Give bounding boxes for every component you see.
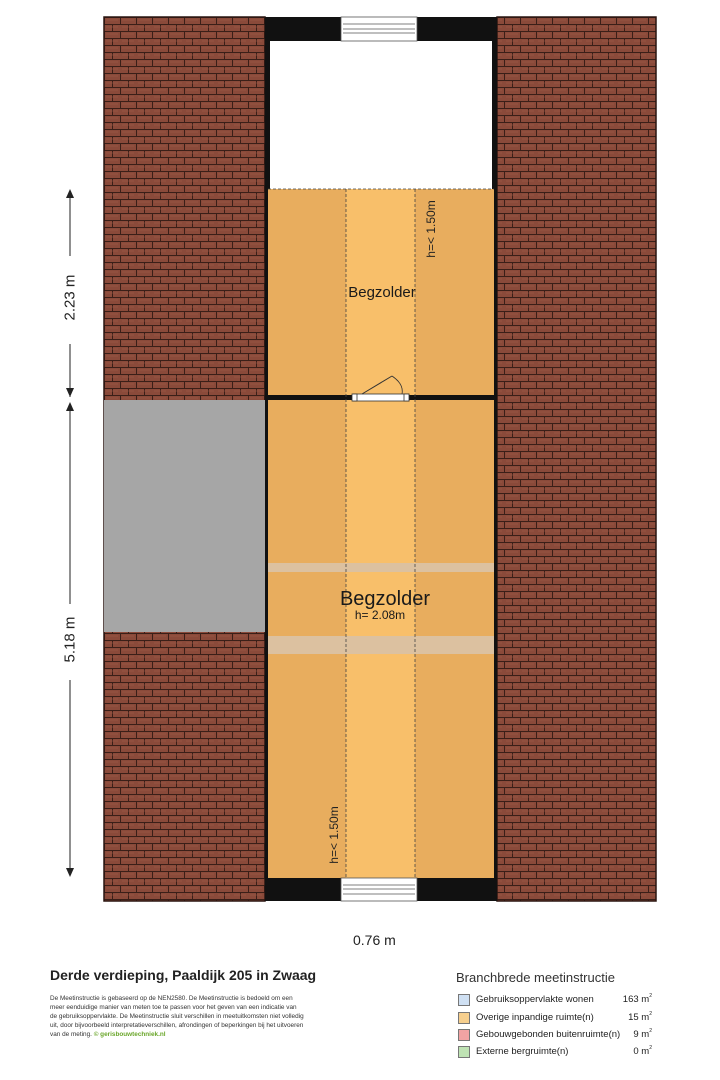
legend-value: 0 m2 [633,1045,652,1057]
height-note-lower: h=< 1.50m [327,806,341,864]
legend-title: Branchbrede meetinstructie [456,970,615,985]
plan-description: De Meetinstructie is gebaseerd op de NEN… [50,994,305,1039]
beam-band [268,636,494,654]
beam-band [268,563,494,572]
plan-title: Derde verdieping, Paaldijk 205 in Zwaag [50,967,317,983]
description-text: De Meetinstructie is gebaseerd op de NEN… [50,995,304,1038]
legend-swatch [458,1012,470,1024]
roof-right [496,16,657,902]
height-note-upper: h=< 1.50m [424,200,438,258]
door [351,375,410,402]
open-area [270,41,492,189]
dimension-arrows [66,189,74,877]
legend-label: Overige inpandige ruimte(n) [476,1012,594,1023]
legend-label: Gebruiksoppervlakte wonen [476,994,594,1005]
attic-upper-center [346,189,415,395]
legend-value: 163 m2 [622,993,652,1005]
legend-swatch [458,1029,470,1041]
room-label-lower: Begzolder [339,588,431,610]
dimension-label-upper: 2.23 m [61,274,79,321]
height-lines [268,188,494,878]
brand-credit: © gerisbouwtechniek.nl [93,1031,166,1038]
legend-item: Gebouwgebonden buitenruimte(n) 9 m2 [456,1028,652,1042]
legend-item: Gebruiksoppervlakte wonen 163 m2 [456,993,652,1007]
legend-swatch [458,1046,470,1058]
legend-item: Externe bergruimte(n) 0 m2 [456,1045,652,1059]
room-label-upper: Begzolder [348,284,416,301]
legend-item: Overige inpandige ruimte(n) 15 m2 [456,1011,652,1025]
floor-plan [66,16,657,902]
legend-swatch [458,994,470,1006]
legend-label: Externe bergruimte(n) [476,1046,569,1057]
window-bottom [340,877,418,902]
legend-value: 9 m2 [633,1028,652,1040]
void-area [104,400,265,632]
window-top [340,16,418,42]
room-height-lower: h= 2.08m [354,608,406,622]
legend-label: Gebouwgebonden buitenruimte(n) [476,1029,621,1040]
dimension-label-horizontal: 0.76 m [353,932,396,948]
legend-value: 15 m2 [628,1011,652,1023]
dimension-label-lower: 5.18 m [61,616,79,663]
